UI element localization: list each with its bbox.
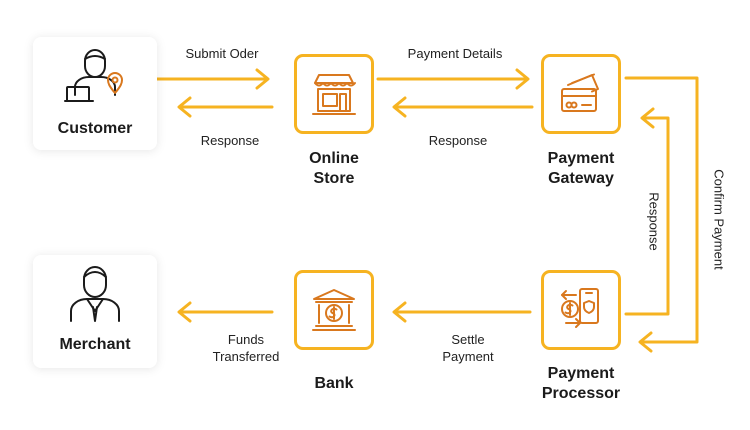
customer-card: Customer	[33, 37, 157, 150]
bank-box	[294, 270, 374, 350]
arrow-response-store	[392, 96, 534, 118]
response-processor-label: Response	[646, 192, 662, 251]
customer-icon	[64, 49, 123, 102]
response-customer-label: Response	[200, 133, 260, 148]
arrow-payment-details	[376, 68, 530, 90]
arrow-confirm-payment	[624, 76, 699, 353]
funds-transferred-label: Funds Transferred	[212, 332, 280, 364]
confirm-payment-label: Confirm Payment	[711, 169, 727, 270]
arrow-response-processor	[624, 107, 670, 316]
settle-payment-label: Settle Payment	[442, 332, 494, 364]
response-store-label: Response	[428, 133, 488, 148]
merchant-card: Merchant	[33, 255, 157, 368]
arrow-submit-order	[155, 68, 270, 90]
payment-processor-label: Payment Processor	[541, 365, 621, 402]
bank-icon	[312, 289, 356, 331]
credit-card-icon	[561, 73, 599, 112]
arrow-response-customer	[177, 96, 274, 118]
customer-label: Customer	[57, 120, 133, 137]
arrow-funds-transferred	[177, 301, 274, 323]
merchant-label: Merchant	[59, 336, 131, 353]
payment-gateway-label: Payment Gateway	[547, 150, 615, 187]
online-store-label: Online Store	[309, 150, 359, 187]
payment-processor-icon	[561, 288, 599, 328]
payment-gateway-box	[541, 54, 621, 134]
bank-label: Bank	[314, 375, 354, 392]
merchant-icon	[70, 266, 120, 322]
payment-details-label: Payment Details	[407, 46, 503, 61]
payment-processor-box	[541, 270, 621, 350]
submit-order-label: Submit Oder	[185, 46, 259, 61]
storefront-icon	[312, 74, 356, 115]
arrow-settle-payment	[392, 301, 532, 323]
online-store-box	[294, 54, 374, 134]
